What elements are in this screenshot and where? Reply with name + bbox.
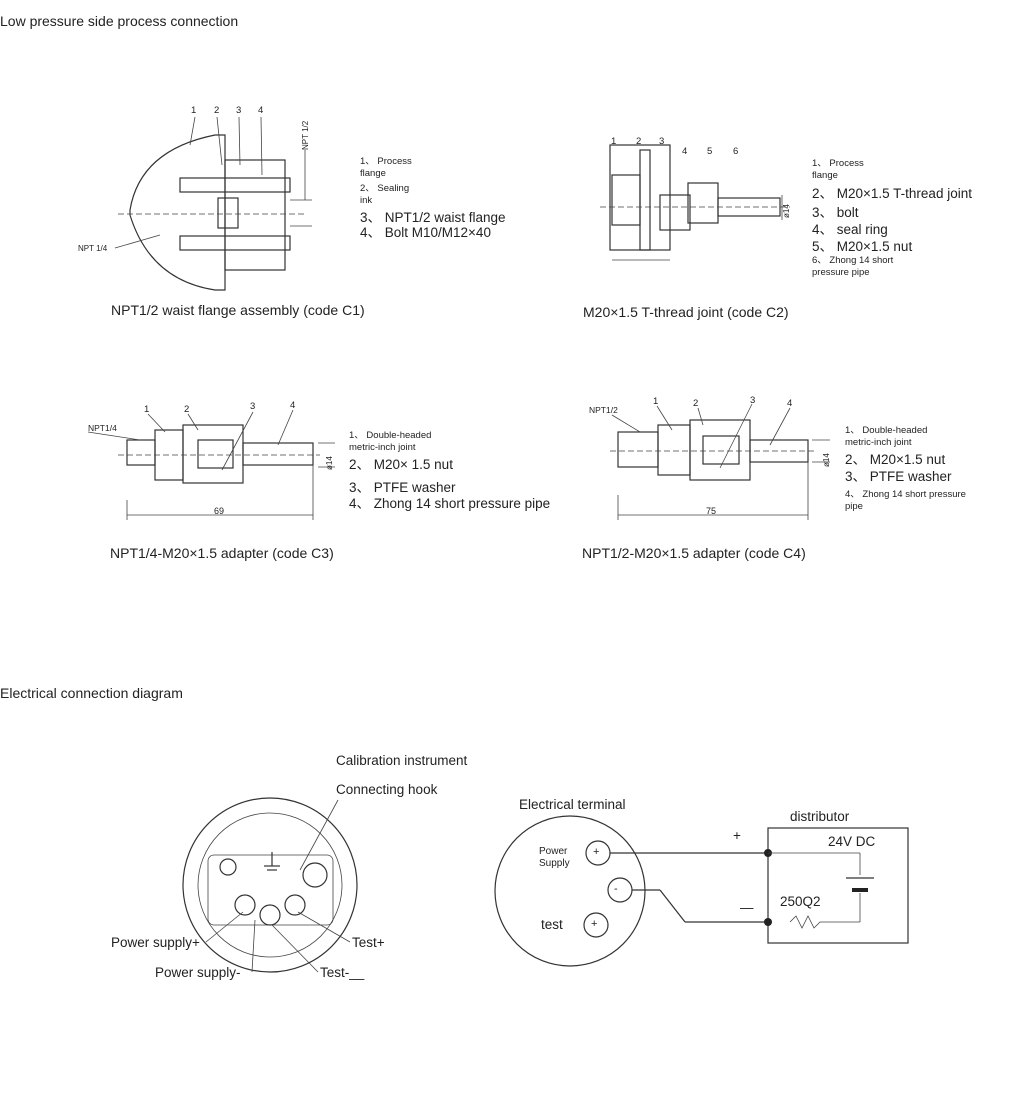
c3-caption: NPT1/4-M20×1.5 adapter (code C3) — [110, 545, 334, 561]
plus-sign-label: + — [733, 828, 741, 843]
c1-legend-2: 2、 Sealing ink — [360, 183, 410, 206]
fig-c2-drawing — [600, 144, 790, 261]
c2-callout-5: 5 — [707, 146, 713, 157]
c2-callout-6: 6 — [733, 146, 739, 157]
voltage-label: 24V DC — [828, 834, 876, 849]
c2-callout-3: 3 — [659, 136, 665, 147]
c4-legend-3: 3、 PTFE washer — [845, 469, 952, 484]
c2-callout-2: 2 — [636, 136, 642, 147]
c4-dim-75: 75 — [706, 506, 717, 516]
test-plus-label: Test+ — [352, 935, 385, 950]
c4-callout-3: 3 — [750, 395, 756, 406]
test-terminal-label: test — [541, 917, 563, 932]
electrical-terminal-label: Electrical terminal — [519, 797, 626, 812]
terminal-plus-icon: + — [593, 846, 600, 858]
c3-dim-npt14: NPT1/4 — [88, 423, 117, 433]
c1-caption: NPT1/2 waist flange assembly (code C1) — [111, 302, 365, 318]
power-supply-terminal-label: Power Supply — [539, 846, 570, 869]
c4-legend-4: 4、 Zhong 14 short pressure pipe — [845, 489, 966, 512]
c1-dim-npt14: NPT 1/4 — [78, 244, 108, 253]
test-minus-label: Test-__ — [320, 965, 365, 980]
c2-legend-3: 3、 bolt — [812, 205, 859, 220]
c2-legend-6: 6、 Zhong 14 short pressure pipe — [812, 255, 894, 278]
minus-sign-label: — — [740, 900, 754, 915]
c2-dim-phi14: ø14 — [782, 204, 791, 218]
resistor-label: 250Q2 — [780, 894, 821, 909]
c2-legend-1: 1、 Process flange — [812, 158, 864, 181]
c3-legend-2: 2、 M20× 1.5 nut — [349, 457, 453, 472]
c3-dim-phi14: ø14 — [325, 456, 334, 470]
calibration-instrument-label: Calibration instrument — [336, 753, 468, 768]
connecting-hook-label: Connecting hook — [336, 782, 438, 797]
distributor-label: distributor — [790, 809, 850, 824]
c2-legend-5: 5、 M20×1.5 nut — [812, 239, 913, 254]
c1-legend-3: 3、 NPT1/2 waist flange — [360, 210, 506, 225]
power-supply-plus-label: Power supply+ — [111, 935, 200, 950]
wiring-right-drawing — [494, 815, 909, 967]
terminal-minus-icon: - — [614, 883, 618, 895]
c1-callout-2: 2 — [214, 105, 220, 116]
c1-dim-npt12: NPT 1/2 — [301, 120, 310, 150]
c4-caption: NPT1/2-M20×1.5 adapter (code C4) — [582, 545, 806, 561]
c1-callout-1: 1 — [191, 105, 197, 116]
c4-legend-2: 2、 M20×1.5 nut — [845, 452, 946, 467]
fig-c4-drawing — [610, 403, 830, 520]
c4-callout-1: 1 — [653, 396, 659, 407]
c3-legend-3: 3、 PTFE washer — [349, 480, 456, 495]
fig-c1-drawing — [114, 116, 312, 291]
c3-legend-4: 4、 Zhong 14 short pressure pipe — [349, 496, 551, 511]
c2-callout-4: 4 — [682, 146, 688, 157]
fig-c3-drawing — [87, 409, 335, 520]
c2-legend-2: 2、 M20×1.5 T-thread joint — [812, 186, 972, 201]
c3-callout-3: 3 — [250, 401, 256, 412]
wiring-left-drawing — [182, 797, 358, 973]
c3-dim-69: 69 — [214, 506, 225, 516]
c4-dim-npt12: NPT1/2 — [589, 405, 618, 415]
c4-legend-1: 1、 Double-headed metric-inch joint — [845, 425, 928, 448]
section-title-process: Low pressure side process connection — [0, 13, 239, 29]
c2-caption: M20×1.5 T-thread joint (code C2) — [583, 304, 789, 320]
c2-callout-1: 1 — [611, 136, 617, 147]
c1-legend-4: 4、 Bolt M10/M12×40 — [360, 225, 491, 240]
c3-callout-1: 1 — [144, 404, 150, 415]
c1-callout-4: 4 — [258, 105, 264, 116]
c4-callout-2: 2 — [693, 398, 699, 409]
c1-callout-3: 3 — [236, 105, 242, 116]
section-title-electrical: Electrical connection diagram — [0, 685, 183, 701]
c1-legend-1: 1、 Process flange — [360, 156, 412, 179]
c4-callout-4: 4 — [787, 398, 793, 409]
terminal-test-plus-icon: + — [591, 918, 598, 930]
c3-legend-1: 1、 Double-headed metric-inch joint — [349, 430, 432, 453]
c3-callout-4: 4 — [290, 400, 296, 411]
c2-legend-4: 4、 seal ring — [812, 222, 888, 237]
power-supply-minus-label: Power supply- — [155, 965, 241, 980]
c4-dim-phi14: ø14 — [822, 453, 831, 467]
c3-callout-2: 2 — [184, 404, 190, 415]
